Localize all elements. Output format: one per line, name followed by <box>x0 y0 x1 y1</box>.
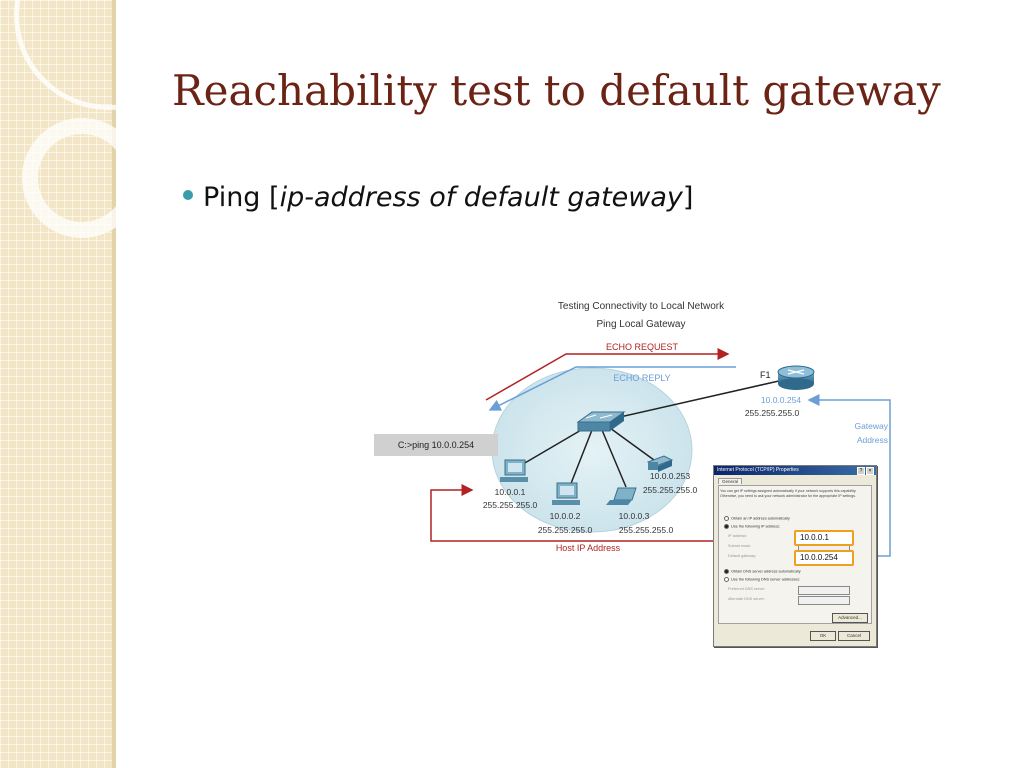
bullet-suffix: ] <box>682 182 694 213</box>
switch-icon <box>576 411 626 432</box>
slide-title: Reachability test to default gateway <box>172 66 941 115</box>
auto-ip-option[interactable]: Obtain an IP address automatically <box>724 516 790 521</box>
router-mask: 255.255.255.0 <box>745 408 800 418</box>
radio-manual-dns[interactable] <box>724 577 729 582</box>
alternate-dns-field[interactable] <box>798 596 850 605</box>
subnet-mask-label: Subnet mask: <box>728 544 752 548</box>
help-button[interactable]: ? <box>857 467 865 475</box>
link-printer <box>609 427 655 461</box>
tcpip-properties-dialog: Internet Protocol (TCP/IP) Properties ? … <box>713 465 877 647</box>
radio-manual-ip[interactable] <box>724 524 729 529</box>
printer-ip: 10.0.0.253 <box>650 471 690 481</box>
router-icon <box>777 365 815 390</box>
host3-ip: 10.0.0.3 <box>619 511 650 521</box>
bullet-item: Ping [ip-address of default gateway] <box>183 182 693 213</box>
desktop-computer-icon <box>500 459 528 482</box>
diagram-title-line1: Testing Connectivity to Local Network <box>558 301 725 312</box>
advanced-button[interactable]: Advanced... <box>832 613 868 623</box>
auto-dns-option[interactable]: Obtain DNS server address automatically <box>724 569 801 574</box>
switch-router-link <box>597 377 793 423</box>
link-host1 <box>517 425 589 468</box>
desktop-computer-icon <box>552 482 580 505</box>
dialog-intro-text: You can get IP settings assigned automat… <box>720 489 857 498</box>
host2-mask: 255.255.255.0 <box>538 525 593 535</box>
manual-ip-option[interactable]: Use the following IP address: <box>724 524 780 529</box>
host-ip-label: Host IP Address <box>556 543 621 553</box>
radio-auto-dns[interactable] <box>724 569 729 574</box>
bullet-dot-icon <box>183 189 193 200</box>
manual-dns-label: Use the following DNS server addresses: <box>731 577 801 582</box>
sidebar-edge <box>112 0 116 768</box>
host3-mask: 255.255.255.0 <box>619 525 674 535</box>
dialog-title: Internet Protocol (TCP/IP) Properties <box>717 467 799 473</box>
laptop-icon <box>606 487 637 505</box>
manual-ip-label: Use the following IP address: <box>731 524 781 529</box>
host1-mask: 255.255.255.0 <box>483 500 538 510</box>
auto-ip-label: Obtain an IP address automatically <box>731 516 790 521</box>
router-name: F1 <box>760 370 771 380</box>
host-ip-arrow <box>430 484 796 542</box>
host2-ip: 10.0.0.2 <box>550 511 581 521</box>
tab-general[interactable]: General <box>718 478 743 484</box>
link-host2 <box>569 429 593 487</box>
preferred-dns-field[interactable] <box>798 586 850 595</box>
close-button[interactable]: × <box>866 467 874 475</box>
printer-mask: 255.255.255.0 <box>643 485 698 495</box>
echo-request-arrow <box>485 348 730 401</box>
gateway-label-1: Gateway <box>854 421 888 431</box>
link-host3 <box>601 429 627 488</box>
echo-reply-arrow <box>488 366 736 411</box>
default-gateway-field[interactable]: 10.0.0.254 <box>794 550 854 566</box>
command-box <box>374 434 498 456</box>
command-text: C:>ping 10.0.0.254 <box>398 440 474 450</box>
printer-icon <box>646 455 674 472</box>
echo-reply-label: ECHO REPLY <box>613 373 670 383</box>
echo-request-label: ECHO REQUEST <box>606 342 679 352</box>
bullet-prefix: Ping [ <box>203 182 280 213</box>
default-gateway-label: Default gateway: <box>728 554 757 558</box>
manual-dns-option[interactable]: Use the following DNS server addresses: <box>724 577 800 582</box>
auto-dns-label: Obtain DNS server address automatically <box>731 569 801 574</box>
ip-address-field[interactable]: 10.0.0.1 <box>794 530 854 546</box>
diagram-title-line2: Ping Local Gateway <box>597 319 686 330</box>
router-ip: 10.0.0.254 <box>761 395 801 405</box>
bullet-italic-text: ip-address of default gateway <box>279 182 683 213</box>
radio-auto-ip[interactable] <box>724 516 729 521</box>
ok-button[interactable]: OK <box>810 631 836 641</box>
host1-ip: 10.0.0.1 <box>495 487 526 497</box>
alternate-dns-label: Alternate DNS server: <box>728 597 765 601</box>
dialog-titlebar: Internet Protocol (TCP/IP) Properties ? … <box>714 466 876 475</box>
gateway-label-2: Address <box>857 435 888 445</box>
cancel-button[interactable]: Cancel <box>838 631 870 641</box>
ip-address-label: IP address: <box>728 534 748 538</box>
preferred-dns-label: Preferred DNS server: <box>728 587 766 591</box>
